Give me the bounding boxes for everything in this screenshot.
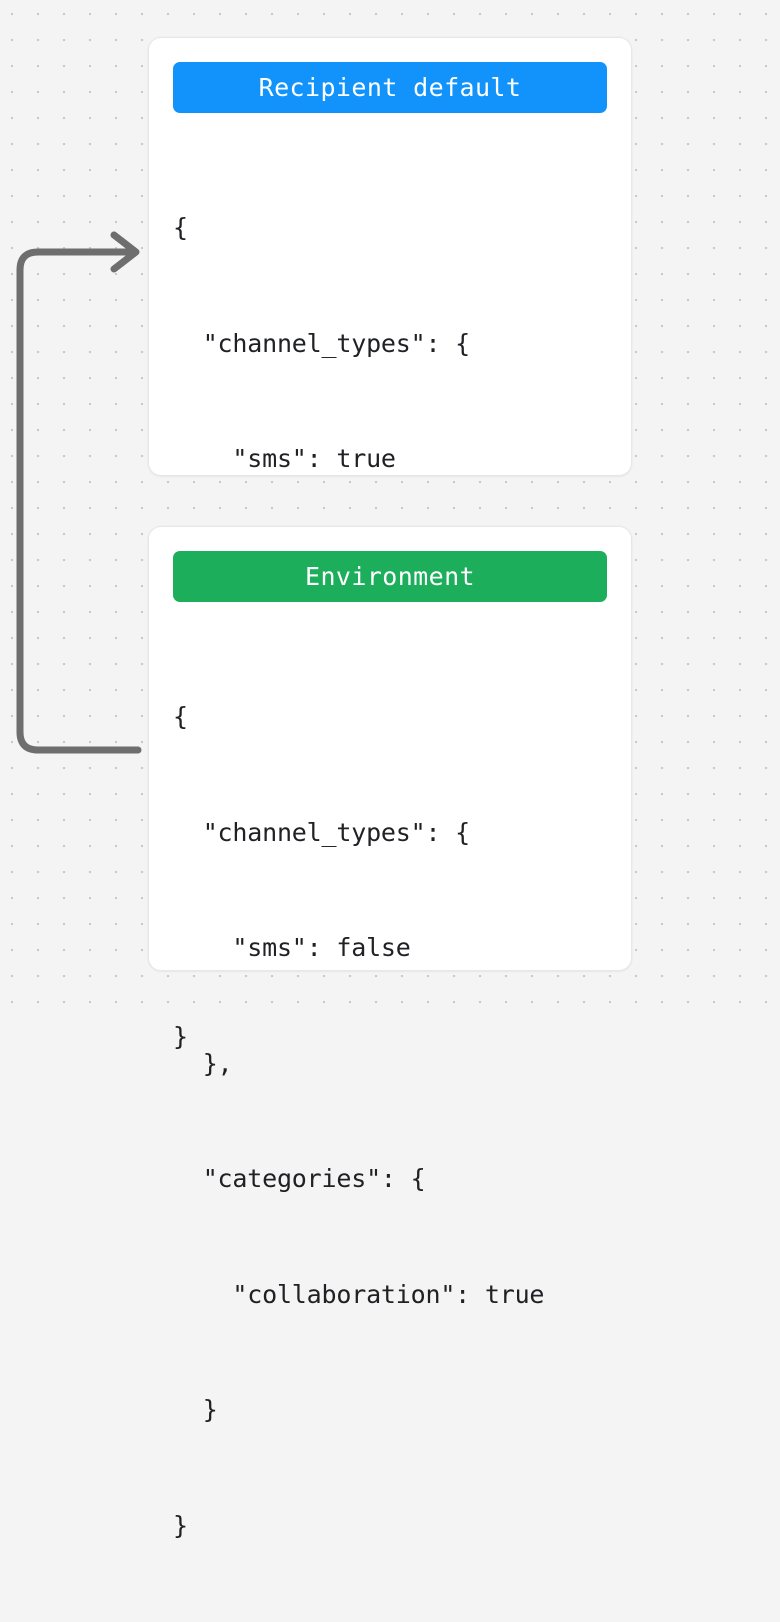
code-line: } [173,1510,188,1540]
code-line: { [173,702,188,731]
code-line: }, [173,1048,233,1078]
arrow-head-icon [110,231,140,273]
code-block-environment: { "channel_types": { "sms": false }, "ca… [173,621,607,1622]
code-line: "channel_types": { [173,328,471,358]
code-line: "categories": { [173,1164,426,1193]
card-title-recipient-default: Recipient default [258,73,522,102]
card-title-environment: Environment [305,562,475,591]
card-recipient-default[interactable]: Recipient default { "channel_types": { "… [148,37,632,1051]
arrow-environment-to-recipient-default [16,231,142,754]
code-line: "channel_types": { [173,817,471,847]
code-line: "sms": false [173,933,411,962]
code-line: { [173,213,188,242]
arrow-path [16,248,142,754]
code-line: "collaboration": true [173,1279,545,1309]
card-header-recipient-default: Recipient default [173,62,607,113]
card-environment[interactable]: Environment { "channel_types": { "sms": … [148,526,632,1540]
code-line: "sms": true [173,444,396,473]
diagram-canvas: Recipient default { "channel_types": { "… [0,0,780,1540]
card-header-environment: Environment [173,551,607,602]
code-line: } [173,1395,218,1424]
